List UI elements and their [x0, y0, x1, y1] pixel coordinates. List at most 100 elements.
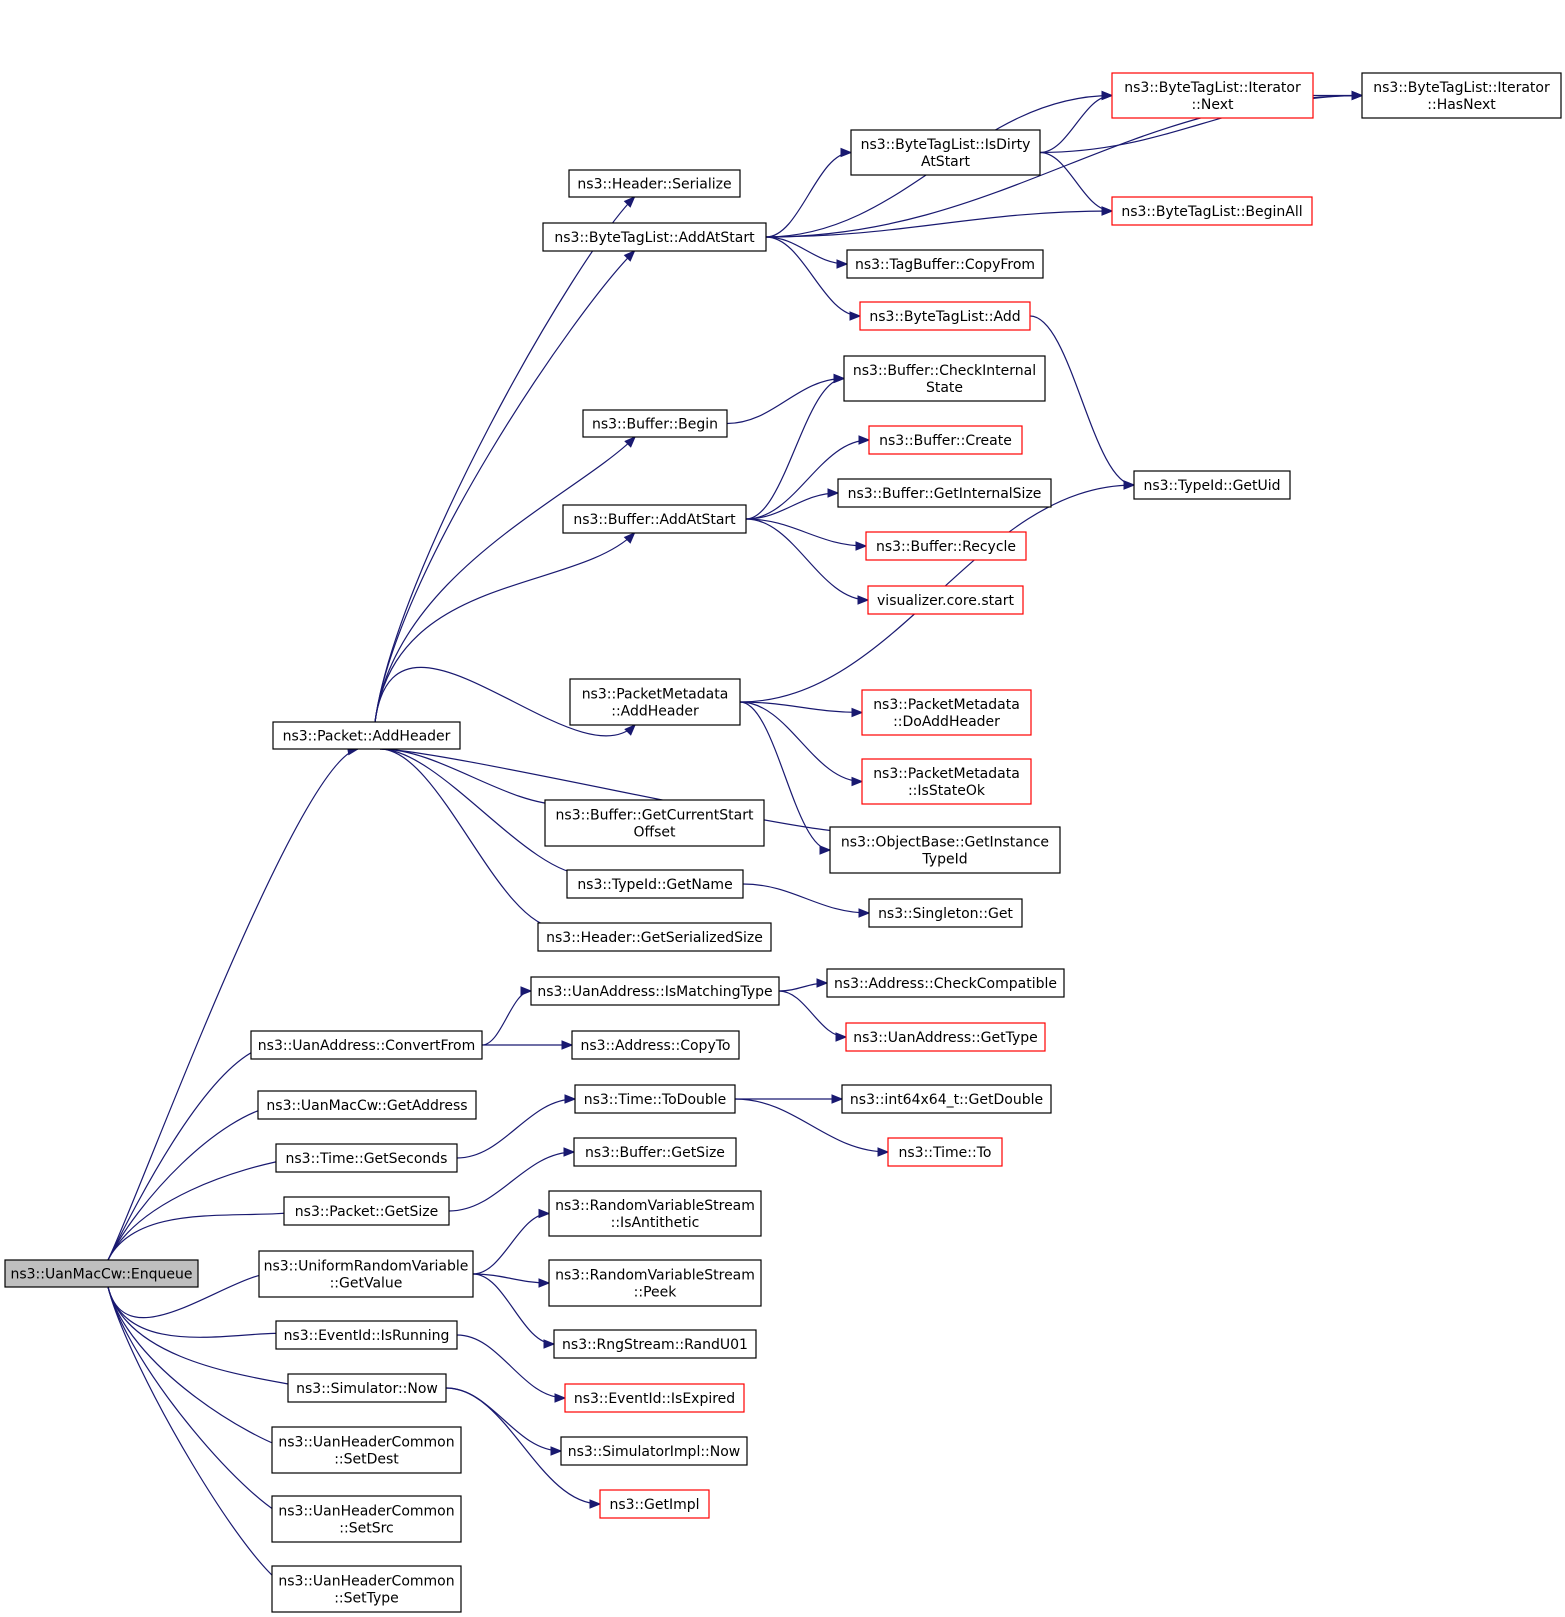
node-pm-isstateok[interactable]: ns3::PacketMetadata::IsStateOk [861, 758, 1032, 805]
node-label: ::SetSrc [339, 1521, 393, 1537]
node-box [845, 1022, 1046, 1052]
node-pm-doaddheader[interactable]: ns3::PacketMetadata::DoAddHeader [861, 689, 1032, 736]
node-box [859, 301, 1031, 331]
node-buffer-getinternalsize[interactable]: ns3::Buffer::GetInternalSize [837, 478, 1052, 508]
node-btl-iter-hasnext[interactable]: ns3::ByteTagList::Iterator::HasNext [1361, 72, 1562, 119]
node-time-todouble[interactable]: ns3::Time::ToDouble [574, 1084, 736, 1114]
node-simulator-now[interactable]: ns3::Simulator::Now [287, 1373, 447, 1403]
node-label: ns3::Address::CheckCompatible [834, 976, 1057, 992]
node-box [837, 478, 1052, 508]
node-box [275, 1320, 458, 1350]
edge-enqueue-to-uhc-setdest [107, 1286, 294, 1453]
node-typeid-getuid[interactable]: ns3::TypeId::GetUid [1133, 470, 1291, 500]
node-eventid-isrunning[interactable]: ns3::EventId::IsRunning [275, 1320, 458, 1350]
node-uanaddress-gettype[interactable]: ns3::UanAddress::GetType [845, 1022, 1046, 1052]
node-btl-add[interactable]: ns3::ByteTagList::Add [859, 301, 1031, 331]
node-header-serialize[interactable]: ns3::Header::Serialize [568, 169, 741, 198]
node-label: ns3::PacketMetadata [873, 766, 1020, 782]
node-tagbuffer-copyfrom[interactable]: ns3::TagBuffer::CopyFrom [846, 249, 1044, 279]
node-visualizer-start[interactable]: visualizer.core.start [867, 585, 1024, 615]
node-buffer-recycle[interactable]: ns3::Buffer::Recycle [865, 531, 1027, 561]
node-label: ns3::Buffer::Recycle [876, 539, 1016, 555]
edge-time-todouble-to-int64x64-getdouble [735, 1094, 844, 1104]
node-label: ns3::EventId::IsRunning [284, 1328, 450, 1344]
call-edges [107, 90, 1364, 1592]
node-label: ::Next [1191, 97, 1234, 113]
node-box [887, 1137, 1003, 1167]
node-label: ns3::ByteTagList::Iterator [1124, 80, 1301, 96]
node-label: ns3::GetImpl [609, 1497, 699, 1513]
node-simulatorimpl-now[interactable]: ns3::SimulatorImpl::Now [560, 1436, 748, 1466]
node-uanaddress-ismatchingtype[interactable]: ns3::UanAddress::IsMatchingType [530, 976, 780, 1006]
node-uhc-setdest[interactable]: ns3::UanHeaderCommon::SetDest [271, 1426, 462, 1474]
node-box [562, 504, 747, 534]
node-btl-iter-next[interactable]: ns3::ByteTagList::Iterator::Next [1111, 72, 1314, 119]
node-box [258, 1250, 474, 1298]
node-label: ns3::Time::ToDouble [584, 1092, 727, 1108]
node-label: ns3::ByteTagList::AddAtStart [554, 230, 755, 246]
node-eventid-isexpired[interactable]: ns3::EventId::IsExpired [564, 1383, 745, 1413]
node-box [257, 1090, 477, 1120]
edge-simulator-now-to-simulatorimpl-now [445, 1387, 563, 1456]
node-box [271, 1426, 462, 1474]
node-label: ns3::Time::To [899, 1145, 992, 1161]
node-buffer-getsize[interactable]: ns3::Buffer::GetSize [573, 1137, 737, 1167]
node-label: ::Peek [634, 1285, 678, 1301]
edge-packet-addheader-to-btl-addatstart [374, 250, 636, 723]
node-int64x64-getdouble[interactable]: ns3::int64x64_t::GetDouble [841, 1084, 1052, 1114]
node-buffer-begin[interactable]: ns3::Buffer::Begin [582, 409, 728, 438]
node-uhc-settype[interactable]: ns3::UanHeaderCommon::SetType [271, 1565, 462, 1613]
node-address-copyto[interactable]: ns3::Address::CopyTo [571, 1030, 740, 1060]
node-box [582, 409, 728, 438]
node-rvs-isantithetic[interactable]: ns3::RandomVariableStream::IsAntithetic [548, 1190, 762, 1237]
node-label: ns3::UanAddress::IsMatchingType [537, 984, 772, 1000]
node-label: ns3::Header::GetSerializedSize [546, 930, 763, 946]
node-btl-addatstart[interactable]: ns3::ByteTagList::AddAtStart [542, 222, 767, 252]
node-enqueue[interactable]: ns3::UanMacCw::Enqueue [4, 1259, 199, 1288]
node-label: State [926, 380, 963, 396]
node-singleton-get[interactable]: ns3::Singleton::Get [868, 898, 1023, 928]
node-typeid-getname[interactable]: ns3::TypeId::GetName [566, 869, 744, 899]
node-uhc-setsrc[interactable]: ns3::UanHeaderCommon::SetSrc [271, 1495, 462, 1543]
node-rvs-peek[interactable]: ns3::RandomVariableStream::Peek [548, 1259, 762, 1307]
node-packet-getsize[interactable]: ns3::Packet::GetSize [283, 1196, 450, 1226]
edge-btl-isdirty-to-btl-iter-hasnext [1039, 90, 1364, 154]
node-uanaddress-convertfrom[interactable]: ns3::UanAddress::ConvertFrom [250, 1030, 483, 1060]
node-header-getserializedsize[interactable]: ns3::Header::GetSerializedSize [537, 922, 772, 952]
node-pm-addheader[interactable]: ns3::PacketMetadata::AddHeader [569, 678, 741, 726]
node-time-to[interactable]: ns3::Time::To [887, 1137, 1003, 1167]
edge-uanaddress-convertfrom-to-address-copyto [482, 1040, 574, 1050]
node-time-getseconds[interactable]: ns3::Time::GetSeconds [275, 1143, 458, 1173]
node-label: ns3::Buffer::Begin [592, 417, 718, 433]
function-nodes: ns3::UanMacCw::Enqueue ns3::Packet::AddHe… [4, 72, 1562, 1613]
node-uanmaccw-getaddress[interactable]: ns3::UanMacCw::GetAddress [257, 1090, 477, 1120]
node-packet-addheader[interactable]: ns3::Packet::AddHeader [272, 721, 461, 750]
node-box [569, 678, 741, 726]
node-label: ns3::Singleton::Get [878, 906, 1013, 922]
node-getimpl[interactable]: ns3::GetImpl [599, 1489, 710, 1519]
node-btl-beginall[interactable]: ns3::ByteTagList::BeginAll [1111, 196, 1313, 226]
node-buffer-create[interactable]: ns3::Buffer::Create [868, 425, 1023, 455]
node-box [574, 1084, 736, 1114]
node-label: ns3::UanAddress::GetType [853, 1030, 1038, 1046]
node-box [287, 1373, 447, 1403]
edge-packet-addheader-to-header-serialize [374, 196, 636, 723]
node-label: ns3::Packet::AddHeader [283, 729, 451, 745]
node-label: ns3::PacketMetadata [873, 697, 1020, 713]
node-urv-getvalue[interactable]: ns3::UniformRandomVariable::GetValue [258, 1250, 474, 1298]
node-box [841, 1084, 1052, 1114]
edge-urv-getvalue-to-rngstream-randu01 [472, 1273, 556, 1349]
edge-btl-isdirty-to-btl-iter-next [1039, 90, 1114, 154]
edge-buffer-addatstart-to-buffer-checkinternal [745, 373, 846, 520]
node-address-checkcompatible[interactable]: ns3::Address::CheckCompatible [826, 968, 1065, 998]
node-box [1111, 72, 1314, 119]
edge-simulator-now-to-getimpl [445, 1387, 602, 1509]
node-label: ns3::UanHeaderCommon [278, 1435, 454, 1451]
node-buffer-addatstart[interactable]: ns3::Buffer::AddAtStart [562, 504, 747, 534]
node-rngstream-randu01[interactable]: ns3::RngStream::RandU01 [553, 1329, 757, 1359]
edge-pm-addheader-to-pm-isstateok [739, 701, 864, 787]
